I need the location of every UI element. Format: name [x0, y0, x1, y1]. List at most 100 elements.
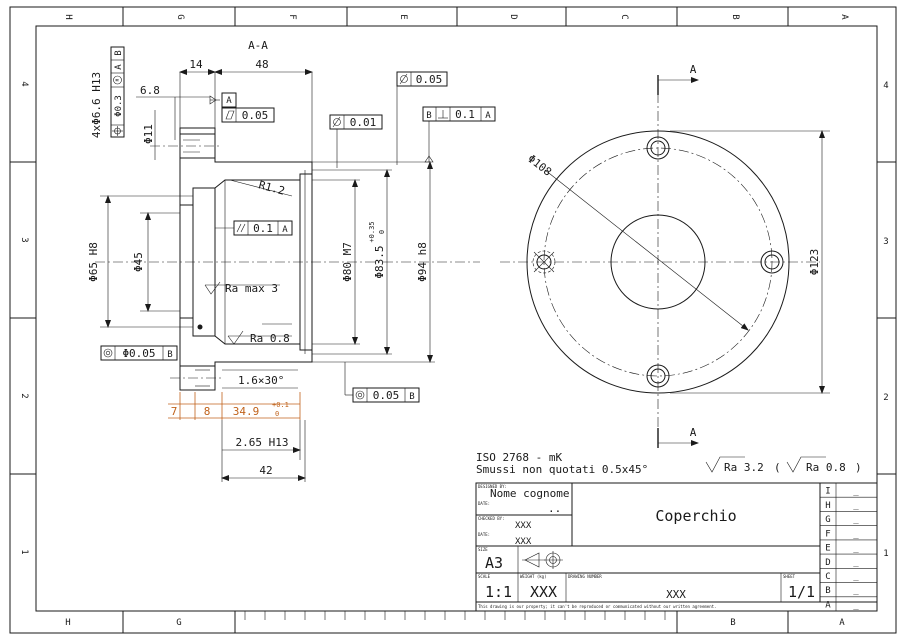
conc-right-value: 0.05: [373, 389, 400, 402]
checked-by-value: XXX: [515, 521, 532, 531]
dim-8: 8: [204, 405, 211, 418]
section-view-a-a: A-A 14 48 6.8: [87, 39, 496, 482]
smussi-note: Smussi non quotati 0.5x45°: [476, 463, 648, 476]
concentricity-right: 0.05 B: [344, 362, 420, 403]
cut-label-bottom: A: [690, 426, 697, 439]
row-ticks: [10, 161, 896, 475]
drawing-number-value: XXX: [666, 588, 686, 601]
iso-note: ISO 2768 - mK: [476, 451, 562, 464]
parallel-value: 0.1: [253, 222, 273, 235]
dim-14: 14: [189, 58, 203, 71]
ra-general-value: Ra 3.2: [724, 461, 764, 474]
cut-plane-bottom: A: [657, 426, 699, 448]
revision-value: _: [853, 501, 859, 511]
row-label-left-3: 3: [19, 237, 29, 242]
col-label-d: D: [508, 14, 518, 19]
revision-letter: H: [825, 501, 830, 511]
title-block: DESIGNED BY: Nome cognome DATE: .. CHECK…: [475, 482, 878, 612]
row-labels: 4 3 2 1 4 3 2 1: [19, 81, 889, 559]
roughness-icon: [204, 281, 221, 295]
bolt-hole-right: [760, 250, 784, 274]
perp-datum: A: [485, 111, 491, 121]
concentricity-icon: [103, 348, 113, 358]
revision-value: _: [853, 558, 859, 568]
disclaimer: This drawing is our property; it can't b…: [478, 604, 716, 609]
roughness-ra-08: Ra 0.8: [227, 323, 292, 345]
dim-phi108: Φ108: [525, 152, 554, 179]
hole-spec: 4xΦ6.6 H13: [90, 72, 103, 138]
revision-value: _: [853, 487, 859, 497]
ra-08-value: Ra 0.8: [250, 332, 290, 345]
size-label: SIZE: [478, 547, 488, 552]
ra-other-value: Ra 0.8: [806, 461, 846, 474]
parallel-icon: [236, 223, 246, 233]
dim-phi80: Φ80 M7: [341, 242, 354, 282]
dim-6-8: 6.8: [140, 84, 160, 97]
part-title: Coperchio: [655, 507, 736, 525]
dim-phi94: Φ94 h8: [416, 242, 429, 282]
column-labels-top: H G F E D C B A: [63, 14, 849, 20]
dim-phi83-5: Φ83.5: [373, 245, 386, 278]
perpendicularity: B 0.1 A: [422, 106, 496, 163]
bolt-circle: [543, 147, 773, 377]
col-label-a: A: [839, 14, 849, 20]
cylindricity-2: 0.05: [396, 71, 448, 165]
revision-table: I_H_G_F_E_D_C_B_A_: [820, 487, 877, 610]
col-label-g: G: [175, 14, 185, 19]
col-label-b: B: [730, 14, 740, 19]
date2-value: XXX: [515, 537, 532, 547]
cut-plane-top: A: [657, 63, 699, 95]
outer-flange-circle: [526, 130, 790, 394]
parallel-datum: A: [282, 225, 288, 235]
bore-circle: [610, 214, 706, 310]
ra-paren-open: (: [774, 461, 781, 474]
col-label-h: H: [63, 14, 73, 19]
designed-by-value: Nome cognome: [490, 487, 569, 500]
hole-ref-a: A: [114, 64, 124, 70]
revision-letter: E: [825, 544, 830, 554]
cut-label-top: A: [690, 63, 697, 76]
sheet-label: SHEET: [783, 574, 796, 579]
roughness-ra-max: Ra max 3: [197, 281, 280, 330]
datum-a-flatness: A 0.05: [209, 92, 275, 123]
dim-phi83-tol-lo: 0: [378, 230, 386, 234]
revision-letter: C: [825, 572, 830, 582]
row-label-right-3: 3: [883, 237, 888, 247]
mmc-circle-icon: [113, 75, 122, 85]
revision-letter: A: [825, 600, 831, 610]
dim-phi83-tol-up: +0.35: [368, 221, 376, 242]
projection-symbol-icon: [522, 551, 563, 569]
col-label-bottom-b: B: [730, 618, 735, 628]
dim-7: 7: [171, 405, 178, 418]
hole-position-tol: Φ0.3: [114, 95, 124, 117]
dim-phi65: Φ65 H8: [87, 242, 100, 282]
row-label-right-1: 1: [883, 549, 888, 559]
parallelism: 0.1 A: [215, 220, 293, 236]
revision-letter: D: [825, 558, 830, 568]
revision-value: _: [853, 586, 859, 596]
checked-by-label: CHECKED BY:: [478, 516, 505, 521]
col-label-bottom-g: G: [176, 618, 181, 628]
conc-left-value: Φ0.05: [122, 347, 155, 360]
dim-phi45: Φ45: [132, 252, 145, 272]
section-title: A-A: [248, 39, 268, 52]
perp-ref: B: [426, 111, 431, 121]
hole-ref-b: B: [114, 50, 124, 55]
scale-value: 1:1: [485, 583, 512, 601]
revision-letter: F: [825, 529, 830, 539]
column-ticks: [122, 7, 789, 633]
conc-left-datum: B: [167, 350, 172, 360]
ra-max-value: Ra max 3: [225, 282, 278, 295]
drawing-frame: H G F E D C B A H G B A 4 3 2 1 4 3 2 1: [9, 6, 897, 634]
front-view: Φ108 Φ123 A A: [500, 63, 830, 448]
dim-2-65: 2.65 H13: [236, 436, 289, 449]
dim-chamfer: 1.6×30°: [238, 374, 284, 387]
row-label-left-2: 2: [19, 393, 29, 398]
revision-value: _: [853, 600, 859, 610]
col-label-c: C: [619, 14, 629, 19]
conc-right-datum: B: [409, 392, 414, 402]
cylindricity-value: 0.01: [350, 116, 377, 129]
revision-letter: B: [825, 586, 830, 596]
position-icon: [112, 126, 123, 136]
